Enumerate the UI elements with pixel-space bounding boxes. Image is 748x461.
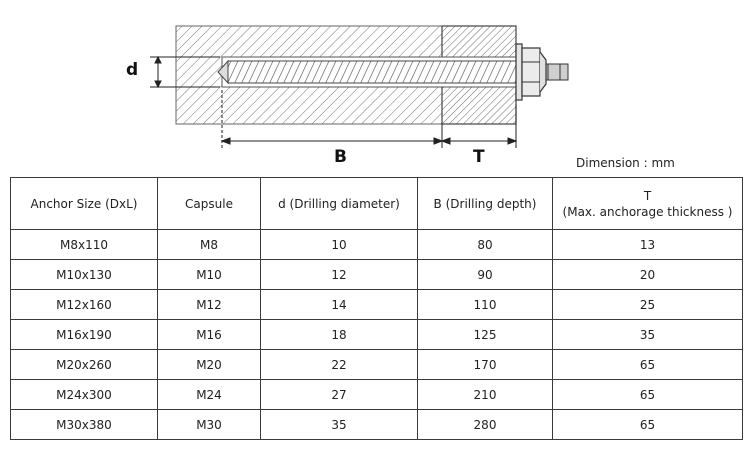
cell-drilling-depth: 90 bbox=[417, 259, 553, 290]
cell-capsule: M8 bbox=[157, 229, 261, 260]
header-drilling-diameter: d (Drilling diameter) bbox=[260, 177, 418, 230]
header-capsule: Capsule bbox=[157, 177, 261, 230]
cell-anchor-size: M8x110 bbox=[10, 229, 158, 260]
cell-capsule: M10 bbox=[157, 259, 261, 290]
cell-max-thickness: 65 bbox=[552, 349, 743, 380]
cell-capsule: M30 bbox=[157, 409, 261, 440]
dimension-b-t bbox=[220, 90, 518, 148]
cell-max-thickness: 25 bbox=[552, 289, 743, 320]
cell-anchor-size: M10x130 bbox=[10, 259, 158, 290]
header-anchor-size: Anchor Size (DxL) bbox=[10, 177, 158, 230]
cell-max-thickness: 20 bbox=[552, 259, 743, 290]
cell-drilling-diameter: 18 bbox=[260, 319, 418, 350]
label-t: T bbox=[473, 147, 485, 167]
dimension-note: Dimension : mm bbox=[576, 156, 675, 170]
cell-drilling-depth: 280 bbox=[417, 409, 553, 440]
cell-drilling-depth: 110 bbox=[417, 289, 553, 320]
cell-drilling-depth: 170 bbox=[417, 349, 553, 380]
header-max-anchorage-thickness: T (Max. anchorage thickness ) bbox=[552, 177, 743, 230]
cell-max-thickness: 35 bbox=[552, 319, 743, 350]
dimension-d bbox=[150, 55, 220, 89]
cell-drilling-diameter: 10 bbox=[260, 229, 418, 260]
cell-capsule: M16 bbox=[157, 319, 261, 350]
cell-drilling-depth: 80 bbox=[417, 229, 553, 260]
cell-anchor-size: M30x380 bbox=[10, 409, 158, 440]
cell-drilling-diameter: 22 bbox=[260, 349, 418, 380]
cell-max-thickness: 65 bbox=[552, 409, 743, 440]
cell-capsule: M24 bbox=[157, 379, 261, 410]
cell-drilling-diameter: 14 bbox=[260, 289, 418, 320]
cell-drilling-diameter: 35 bbox=[260, 409, 418, 440]
cell-capsule: M12 bbox=[157, 289, 261, 320]
washer bbox=[515, 43, 523, 101]
cell-anchor-size: M12x160 bbox=[10, 289, 158, 320]
anchor-installation-diagram bbox=[150, 25, 569, 148]
cell-drilling-depth: 210 bbox=[417, 379, 553, 410]
cell-drilling-diameter: 27 bbox=[260, 379, 418, 410]
label-d: d bbox=[126, 60, 139, 80]
cell-drilling-diameter: 12 bbox=[260, 259, 418, 290]
cell-anchor-size: M20x260 bbox=[10, 349, 158, 380]
cell-anchor-size: M24x300 bbox=[10, 379, 158, 410]
header-drilling-depth: B (Drilling depth) bbox=[417, 177, 553, 230]
cell-max-thickness: 65 bbox=[552, 379, 743, 410]
hex-nut bbox=[521, 47, 547, 97]
cell-anchor-size: M16x190 bbox=[10, 319, 158, 350]
cell-drilling-depth: 125 bbox=[417, 319, 553, 350]
cell-max-thickness: 13 bbox=[552, 229, 743, 260]
table-header-row: Anchor Size (DxL) Capsule d (Drilling di… bbox=[10, 177, 743, 230]
label-b: B bbox=[334, 147, 347, 167]
cell-capsule: M20 bbox=[157, 349, 261, 380]
anchor-spec-table: Anchor Size (DxL) Capsule d (Drilling di… bbox=[10, 177, 743, 440]
